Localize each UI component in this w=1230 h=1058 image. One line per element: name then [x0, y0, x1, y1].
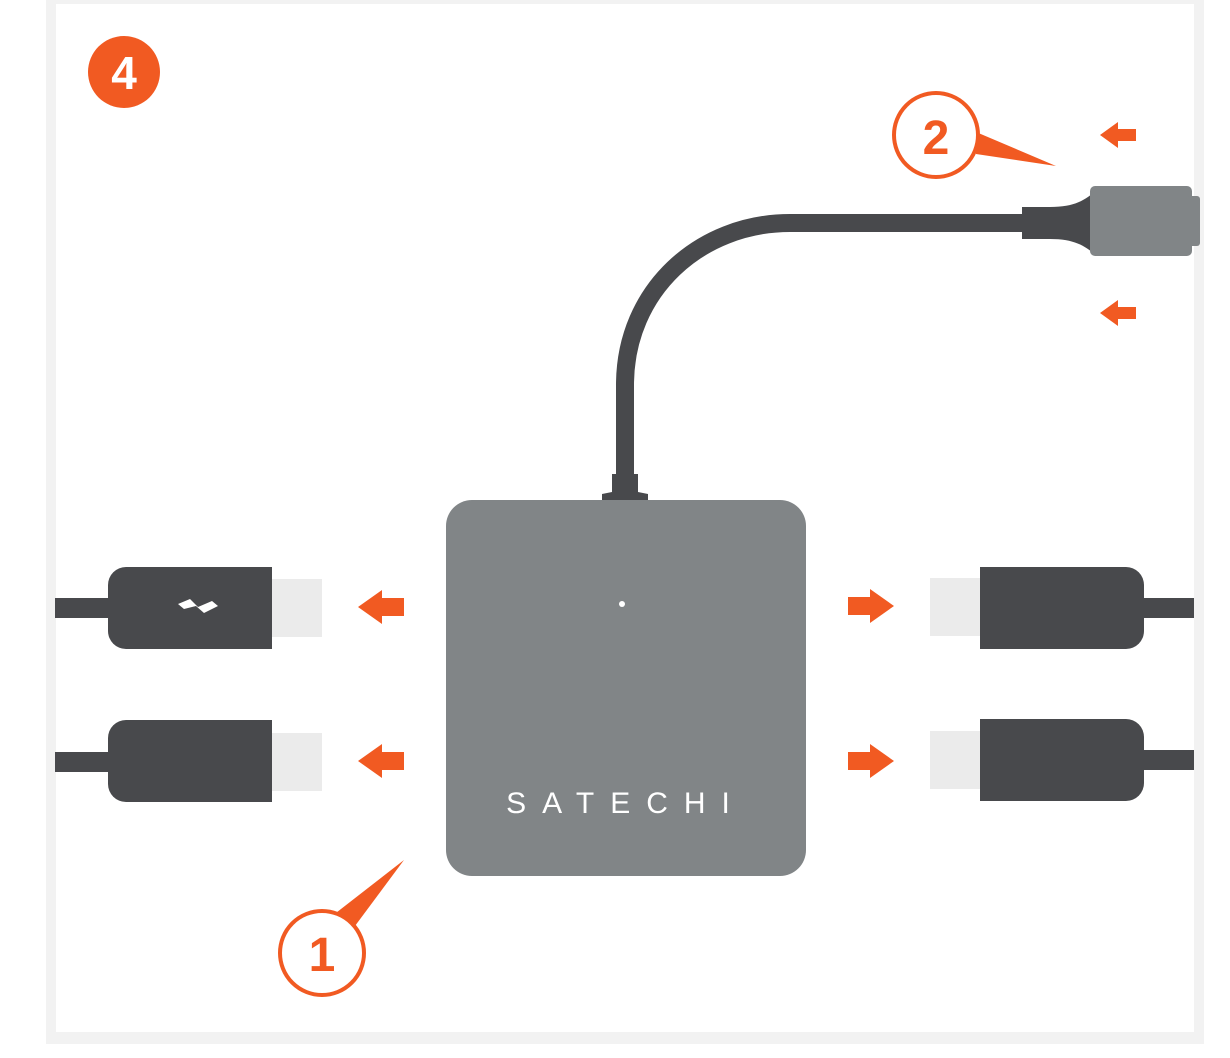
arrow-icon [358, 744, 404, 778]
callout-1-circle [278, 909, 366, 997]
arrow-icon [1100, 300, 1136, 326]
host-cable [602, 190, 1097, 502]
step-badge-circle [88, 36, 160, 108]
step-badge: 4 [88, 36, 160, 108]
callout-2-circle [892, 91, 980, 179]
callout-2-number: 2 [923, 112, 950, 165]
lightning-bolt-icon [178, 599, 218, 613]
callout-1-pointer [332, 860, 404, 930]
usb-c-host-connector [1090, 186, 1200, 256]
left-connector-top [55, 567, 322, 649]
hub-body: SATECHI [446, 500, 806, 876]
arrow-icon [358, 590, 404, 624]
callout-2: 2 [892, 91, 1056, 179]
status-led [619, 601, 625, 607]
arrow-icon [1100, 122, 1136, 148]
callout-1: 1 [278, 860, 404, 997]
step-number: 4 [111, 47, 137, 99]
hub-brand-label: SATECHI [506, 787, 746, 820]
arrow-icon [848, 744, 894, 778]
callout-1-number: 1 [309, 929, 336, 982]
direction-arrows [358, 122, 1136, 778]
right-connector-bottom [930, 719, 1194, 801]
right-connector-top [930, 567, 1194, 649]
arrow-icon [848, 589, 894, 623]
callout-2-pointer [976, 132, 1056, 166]
left-connector-bottom [55, 720, 322, 802]
